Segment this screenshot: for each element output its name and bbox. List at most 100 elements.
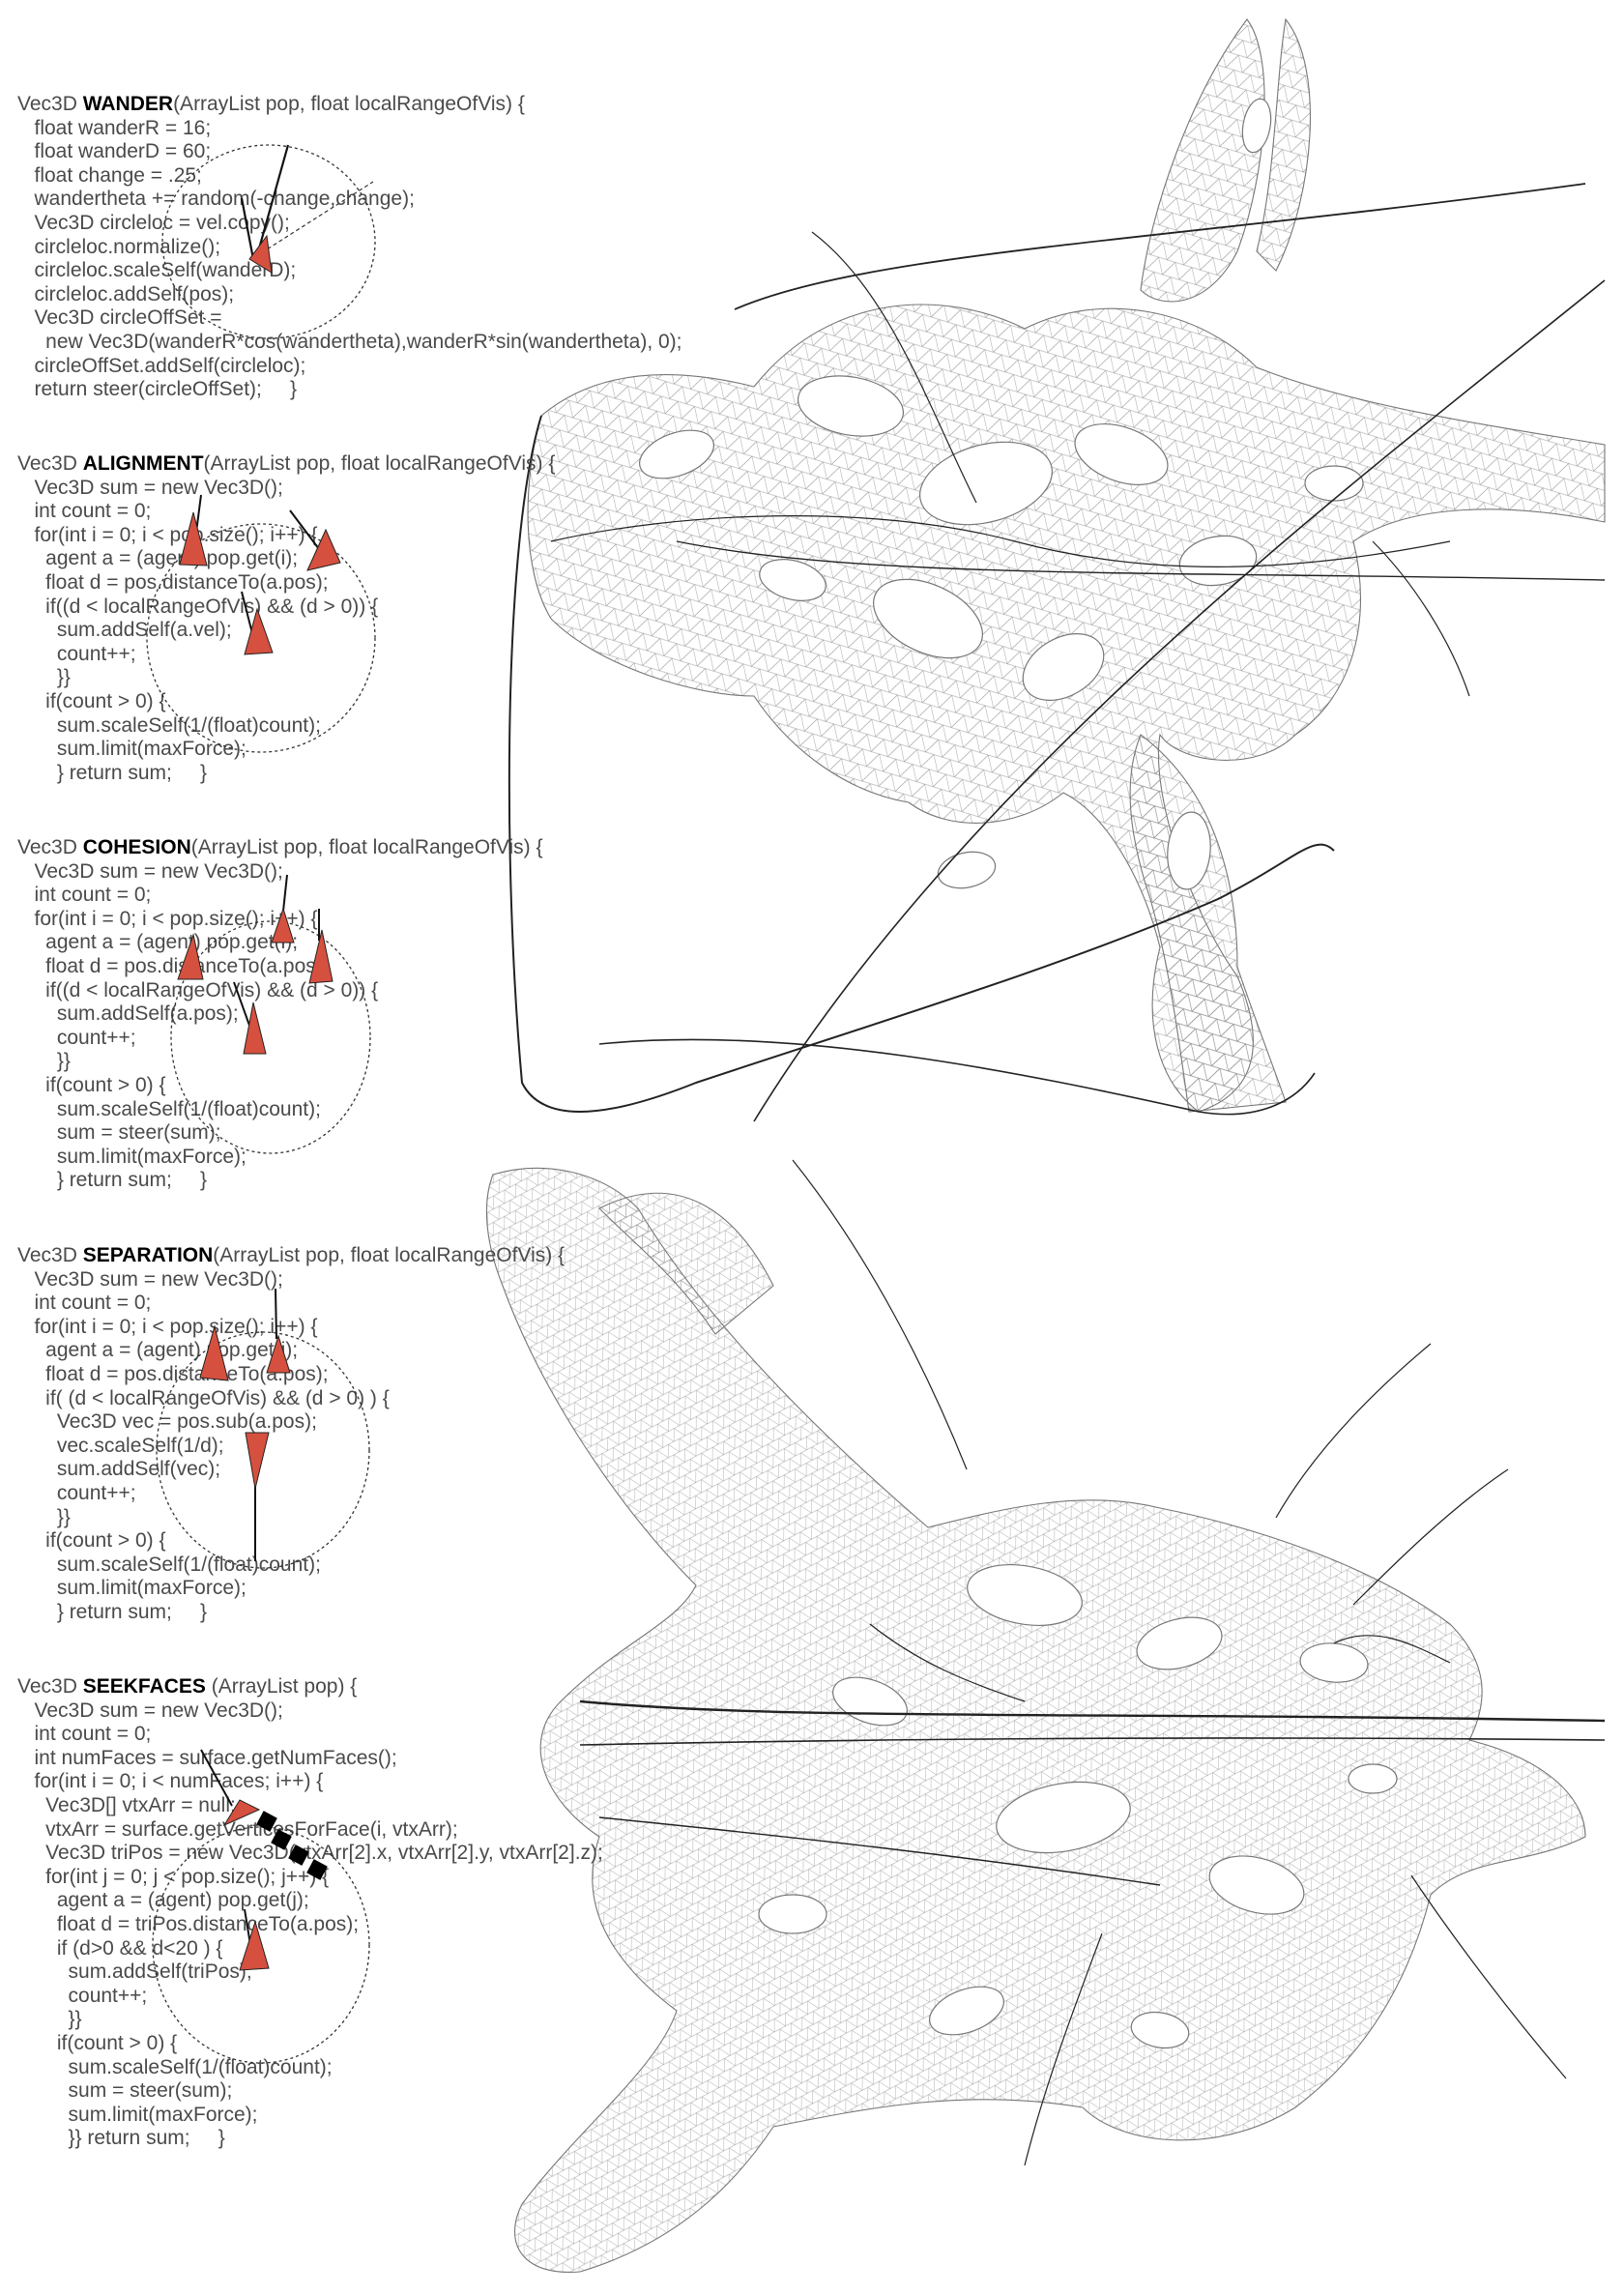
code-line: sum.addSelf(vec); — [17, 1458, 636, 1482]
code-text: (ArrayList pop, float localRangeOfVis) { — [190, 836, 543, 858]
code-text: Vec3D triPos = new Vec3D(vtxArr[2].x, vt… — [17, 1842, 603, 1865]
code-line: }} — [17, 1506, 636, 1530]
code-text: }} — [17, 1505, 71, 1528]
code-line: sum = steer(sum); — [17, 1121, 636, 1146]
code-text: }} — [17, 666, 71, 689]
code-line: int count = 0; — [17, 1723, 636, 1747]
code-text: if( (d < localRangeOfVis) && (d > 0) ) { — [17, 1386, 390, 1409]
code-line: Vec3D SEPARATION(ArrayList pop, float lo… — [17, 1244, 636, 1268]
code-line: count++; — [17, 1482, 636, 1506]
code-text: sum.limit(maxForce); — [17, 1577, 246, 1600]
code-text: (ArrayList pop, float localRangeOfVis) { — [203, 452, 556, 475]
code-text: sum.addSelf(vec); — [17, 1458, 221, 1481]
code-text: float d = pos.distanceTo(a.pos); — [17, 954, 329, 977]
code-line: float d = pos.distanceTo(a.pos); — [17, 571, 636, 595]
code-line: sum.addSelf(a.vel); — [17, 619, 636, 643]
code-text: sum.scaleSelf(1/(float)count); — [17, 1553, 321, 1576]
code-line: }} — [17, 1050, 636, 1074]
code-text: for(int i = 0; i < numFaces; i++) { — [17, 1770, 324, 1793]
code-line: count++; — [17, 643, 636, 667]
code-line: agent a = (agent) pop.get(i); — [17, 1339, 636, 1363]
mesh-surface — [485, 1167, 1586, 2274]
code-text: sum.scaleSelf(1/(float)count); — [17, 2055, 333, 2078]
code-line: sum.limit(maxForce); — [17, 1146, 636, 1170]
code-line: float d = triPos.distanceTo(a.pos); — [17, 1913, 636, 1937]
code-line: Vec3D circleOffSet = — [17, 306, 636, 331]
code-line: vec.scaleSelf(1/d); — [17, 1435, 636, 1459]
code-text: vec.scaleSelf(1/d); — [17, 1434, 224, 1457]
wander-code-block: Vec3D WANDER(ArrayList pop, float localR… — [17, 93, 682, 402]
upper-mesh-structure — [527, 17, 1606, 1113]
code-text: Vec3D vec = pos.sub(a.pos); — [17, 1410, 317, 1434]
code-line: }} — [17, 666, 636, 690]
strand-curve — [579, 1699, 1606, 1723]
code-text: count++; — [17, 1026, 136, 1049]
code-text: circleloc.normalize(); — [17, 235, 221, 258]
strand-curves — [508, 183, 1606, 2166]
code-line: sum.limit(maxForce); — [17, 1577, 636, 1601]
code-line: if(count > 0) { — [17, 1074, 636, 1098]
code-line: Vec3D sum = new Vec3D(); — [17, 477, 636, 501]
alignment-code-block: Vec3D ALIGNMENT(ArrayList pop, float loc… — [17, 452, 636, 785]
code-line: for(int i = 0; i < pop.size(); i++) { — [17, 524, 636, 548]
code-text: for(int i = 0; i < pop.size(); i++) { — [17, 1315, 318, 1338]
code-line: sum = steer(sum); — [17, 2079, 636, 2104]
code-line: int count = 0; — [17, 884, 636, 908]
code-line: for(int i = 0; i < numFaces; i++) { — [17, 1770, 636, 1794]
mesh-opening — [1136, 1616, 1223, 1670]
code-line: }} — [17, 2008, 636, 2032]
code-line: agent a = (agent) pop.get(i); — [17, 931, 636, 955]
code-line: } return sum; } — [17, 762, 636, 786]
code-line: if (d>0 && d<20 ) { — [17, 1937, 636, 1961]
mesh-opening — [1299, 1642, 1369, 1683]
mesh-surface — [1256, 17, 1311, 272]
code-line: Vec3D WANDER(ArrayList pop, float localR… — [17, 93, 636, 117]
strand-curve — [550, 515, 1451, 567]
code-line: Vec3D circleloc = vel.copy(); — [17, 212, 636, 236]
code-text: if(count > 0) { — [17, 1529, 166, 1553]
mesh-opening — [1022, 633, 1105, 701]
code-line: count++; — [17, 1027, 636, 1051]
separation-code-block: Vec3D SEPARATION(ArrayList pop, float lo… — [17, 1244, 636, 1625]
code-text: Vec3D circleOffSet = — [17, 306, 222, 330]
mesh-surface — [1140, 18, 1265, 303]
strand-curve — [734, 183, 1586, 310]
mesh-opening — [929, 1986, 1004, 2036]
code-line: Vec3D sum = new Vec3D(); — [17, 1699, 636, 1724]
code-text: for(int i = 0; i < pop.size(); i++) { — [17, 907, 318, 930]
code-text: (ArrayList pop, float localRangeOfVis) { — [173, 93, 525, 115]
strand-curve — [1352, 1468, 1509, 1606]
strand-curve — [792, 1159, 968, 1470]
strand-curve — [1372, 540, 1470, 697]
code-text: Vec3D sum = new Vec3D(); — [17, 1267, 283, 1291]
code-text: Vec3D — [17, 93, 83, 115]
code-text: sum.scaleSelf(1/(float)count); — [17, 1097, 321, 1120]
mesh-opening — [1178, 535, 1258, 587]
code-text: int numFaces = surface.getNumFaces(); — [17, 1746, 397, 1769]
function-name: COHESION — [82, 836, 191, 858]
code-text: (ArrayList pop) { — [205, 1675, 358, 1698]
strand-curve — [1275, 1343, 1432, 1519]
strand-curve — [753, 279, 1606, 1122]
code-text: circleloc.addSelf(pos); — [17, 282, 235, 305]
code-text: float wanderR = 16; — [17, 116, 212, 139]
code-line: if(count > 0) { — [17, 1529, 636, 1554]
mesh-opening — [1241, 98, 1272, 154]
mesh-surface — [1129, 734, 1287, 1113]
seekfaces-code-block: Vec3D SEEKFACES (ArrayList pop) { Vec3D … — [17, 1675, 636, 2151]
mesh-opening — [918, 441, 1054, 526]
code-line: Vec3D SEEKFACES (ArrayList pop) { — [17, 1675, 636, 1699]
mesh-opening — [967, 1564, 1083, 1626]
lower-mesh-structure — [485, 1167, 1586, 2274]
code-text: circleloc.scaleSelf(wanderD); — [17, 259, 297, 282]
code-text: int count = 0; — [17, 1723, 152, 1746]
mesh-surface — [598, 1192, 774, 1335]
code-line: sum.scaleSelf(1/(float)count); — [17, 2056, 636, 2080]
code-text: Vec3D — [17, 452, 83, 475]
code-line: if((d < localRangeOfVis) && (d > 0)) { — [17, 595, 636, 620]
mesh-opening — [797, 375, 905, 437]
code-text: if (d>0 && d<20 ) { — [17, 1936, 223, 1960]
code-line: count++; — [17, 1985, 636, 2009]
code-text: Vec3D sum = new Vec3D(); — [17, 859, 283, 883]
code-line: Vec3D triPos = new Vec3D(vtxArr[2].x, vt… — [17, 1842, 636, 1866]
